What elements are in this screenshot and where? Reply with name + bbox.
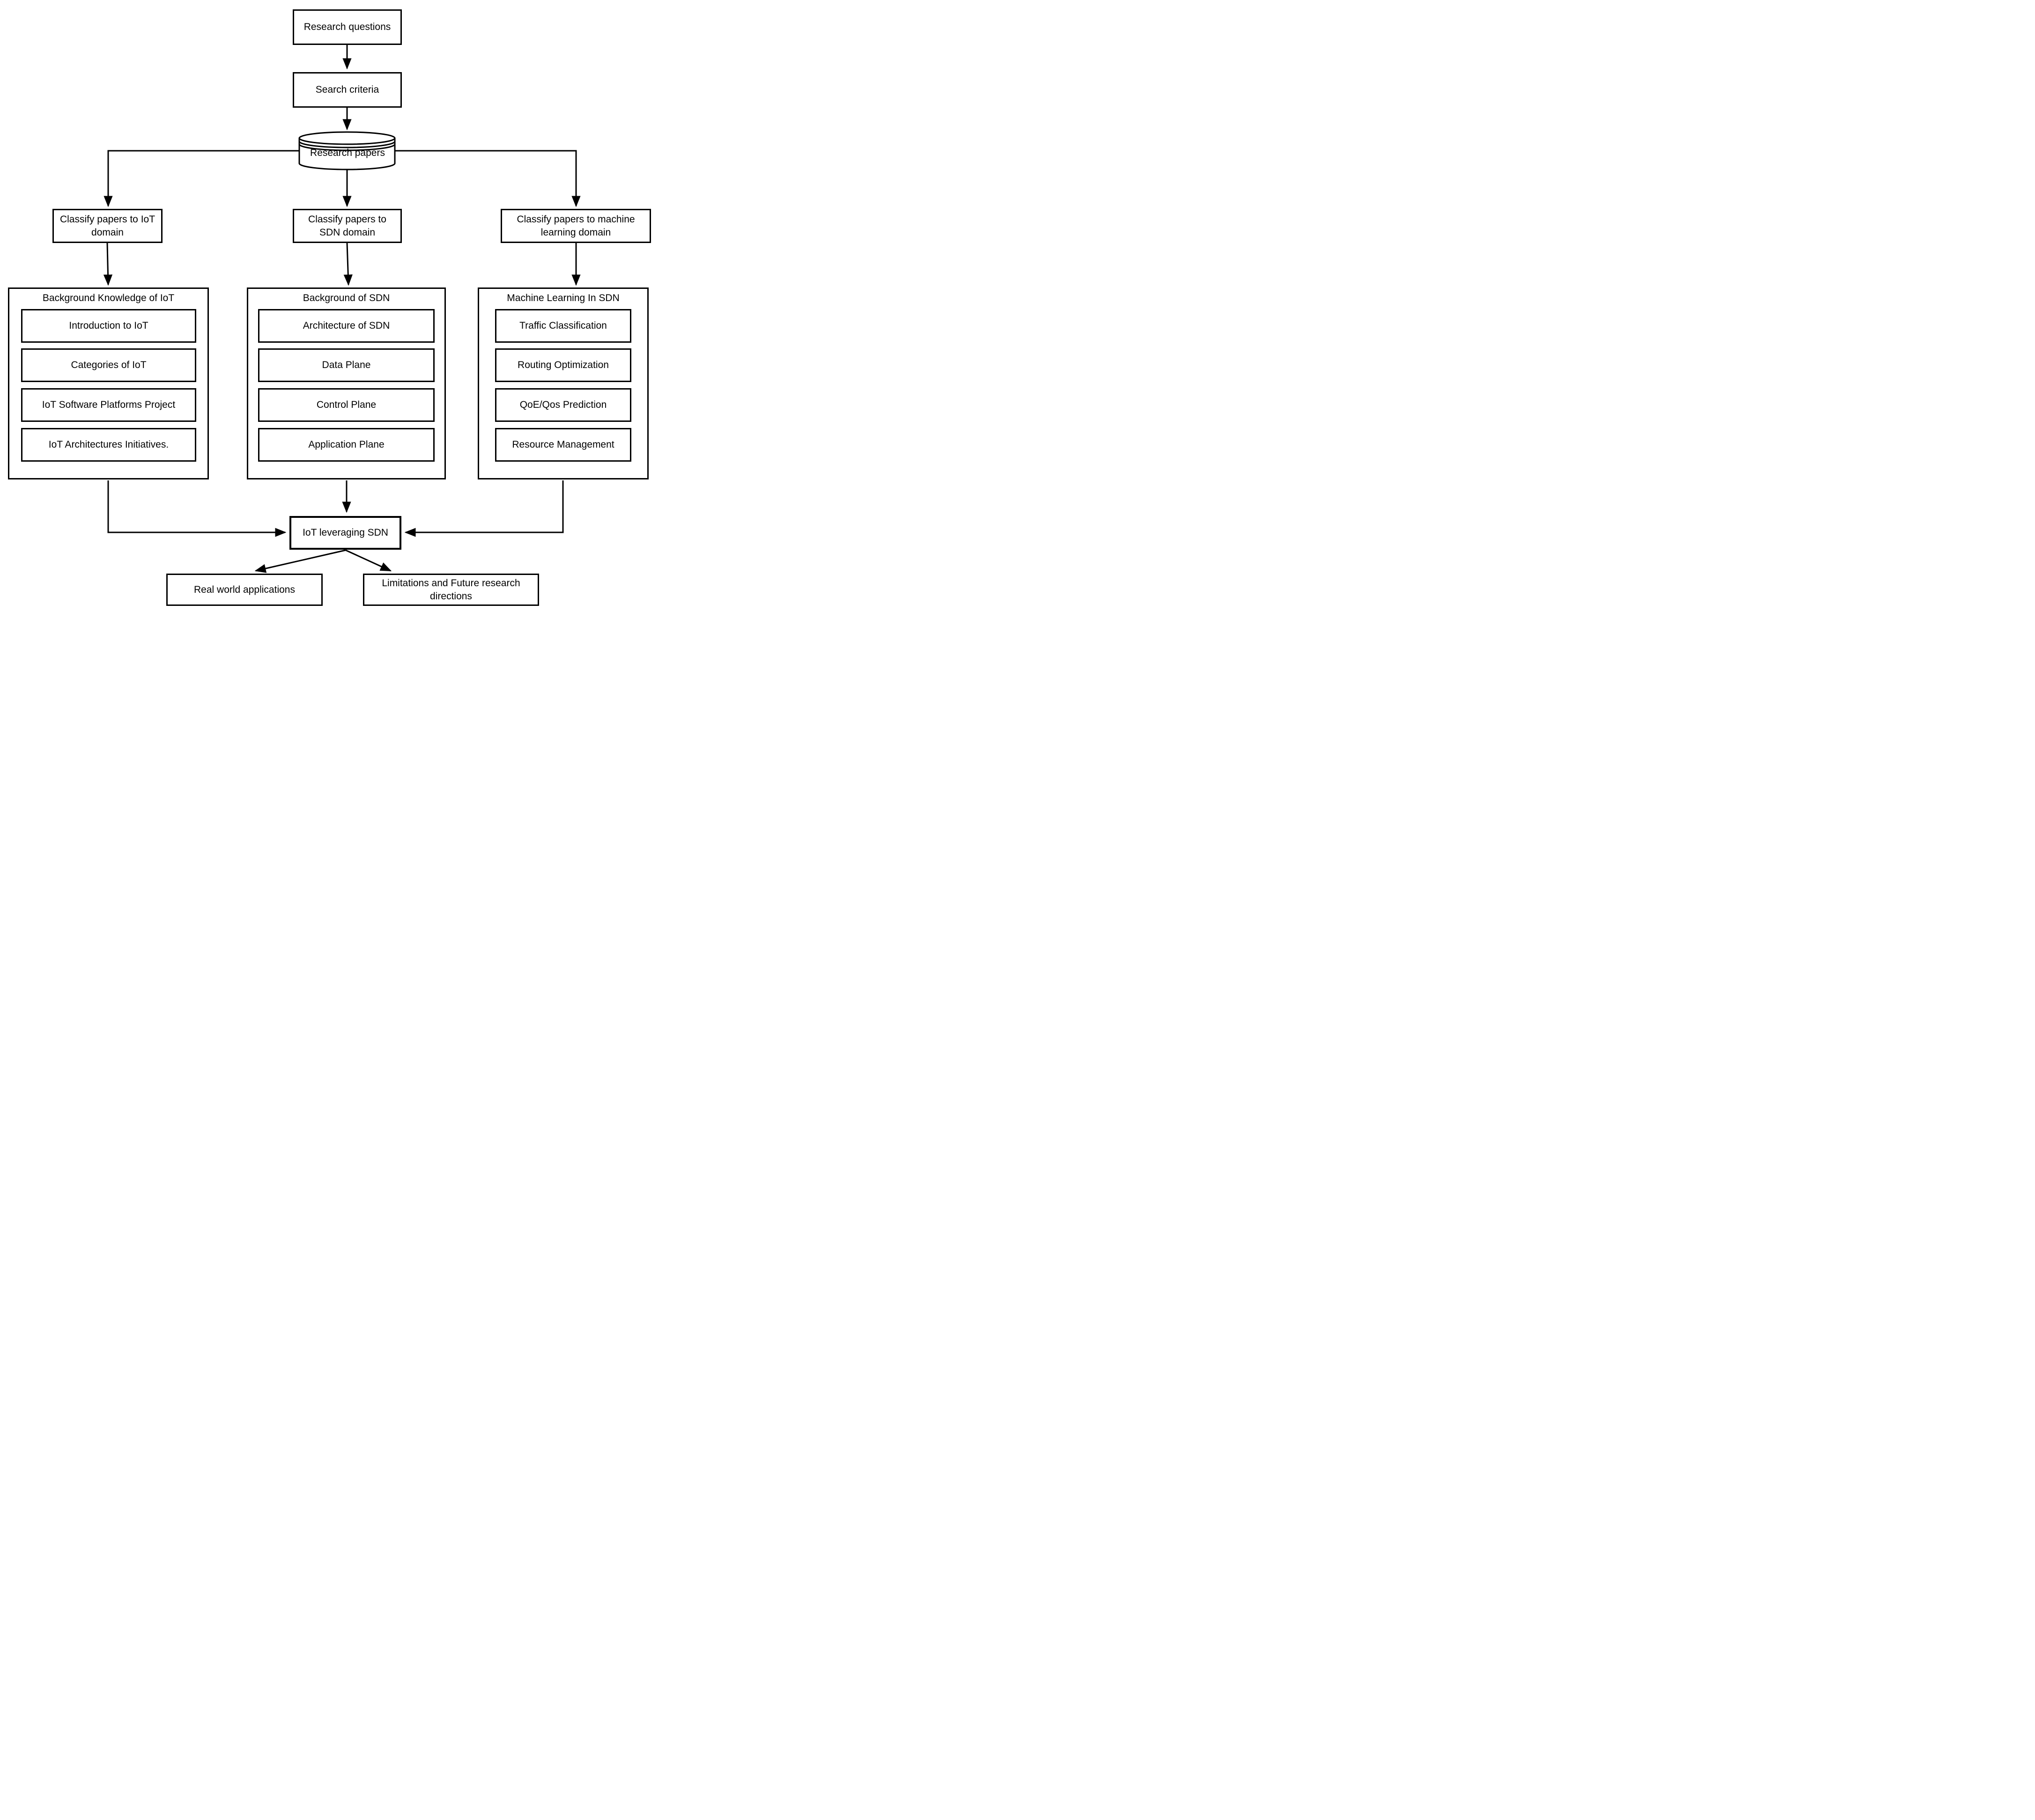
node-routing-optimization: Routing Optimization: [495, 348, 631, 382]
node-data-plane: Data Plane: [258, 348, 435, 382]
node-iot-architectures-initiatives: IoT Architectures Initiatives.: [21, 428, 196, 462]
node-qoe-qos-prediction: QoE/Qos Prediction: [495, 388, 631, 422]
group-machine-learning-sdn-title: Machine Learning In SDN: [507, 293, 620, 303]
node-classify-ml: Classify papers to machine learning doma…: [501, 209, 651, 243]
edge-classify-iot-to-group: [103, 243, 113, 286]
edge-leveraging-to-realworld: [254, 549, 346, 573]
edge-classify-sdn-to-group: [343, 243, 353, 286]
node-introduction-to-iot: Introduction to IoT: [21, 309, 196, 343]
edge-iot-group-to-leveraging: [107, 480, 287, 537]
edge-ml-group-to-leveraging: [404, 480, 564, 537]
edge-papers-to-classify-iot: [104, 150, 299, 207]
connector-layer: [103, 45, 581, 573]
edge-leveraging-to-limitations: [345, 549, 392, 572]
node-limitations-future-research: Limitations and Future research directio…: [363, 574, 539, 606]
node-categories-of-iot: Categories of IoT: [21, 348, 196, 382]
node-traffic-classification: Traffic Classification: [495, 309, 631, 343]
edge-papers-to-classify-ml: [395, 150, 581, 207]
database-cylinder-shape: [298, 131, 396, 170]
node-classify-sdn: Classify papers to SDN domain: [293, 209, 402, 243]
node-search-criteria: Search criteria: [293, 72, 402, 108]
node-real-world-applications: Real world applications: [166, 574, 323, 606]
node-application-plane: Application Plane: [258, 428, 435, 462]
node-research-papers-label: Research papers: [310, 147, 385, 158]
node-iot-leveraging-sdn: IoT leveraging SDN: [289, 516, 401, 550]
node-iot-software-platforms: IoT Software Platforms Project: [21, 388, 196, 422]
group-background-sdn-title: Background of SDN: [303, 293, 390, 303]
node-classify-iot: Classify papers to IoT domain: [52, 209, 163, 243]
node-resource-management: Resource Management: [495, 428, 631, 462]
group-background-iot-title: Background Knowledge of IoT: [42, 293, 175, 303]
flowchart-canvas: Research questions Search criteria Resea…: [0, 0, 679, 607]
node-architecture-of-sdn: Architecture of SDN: [258, 309, 435, 343]
node-research-questions: Research questions: [293, 9, 402, 45]
node-control-plane: Control Plane: [258, 388, 435, 422]
